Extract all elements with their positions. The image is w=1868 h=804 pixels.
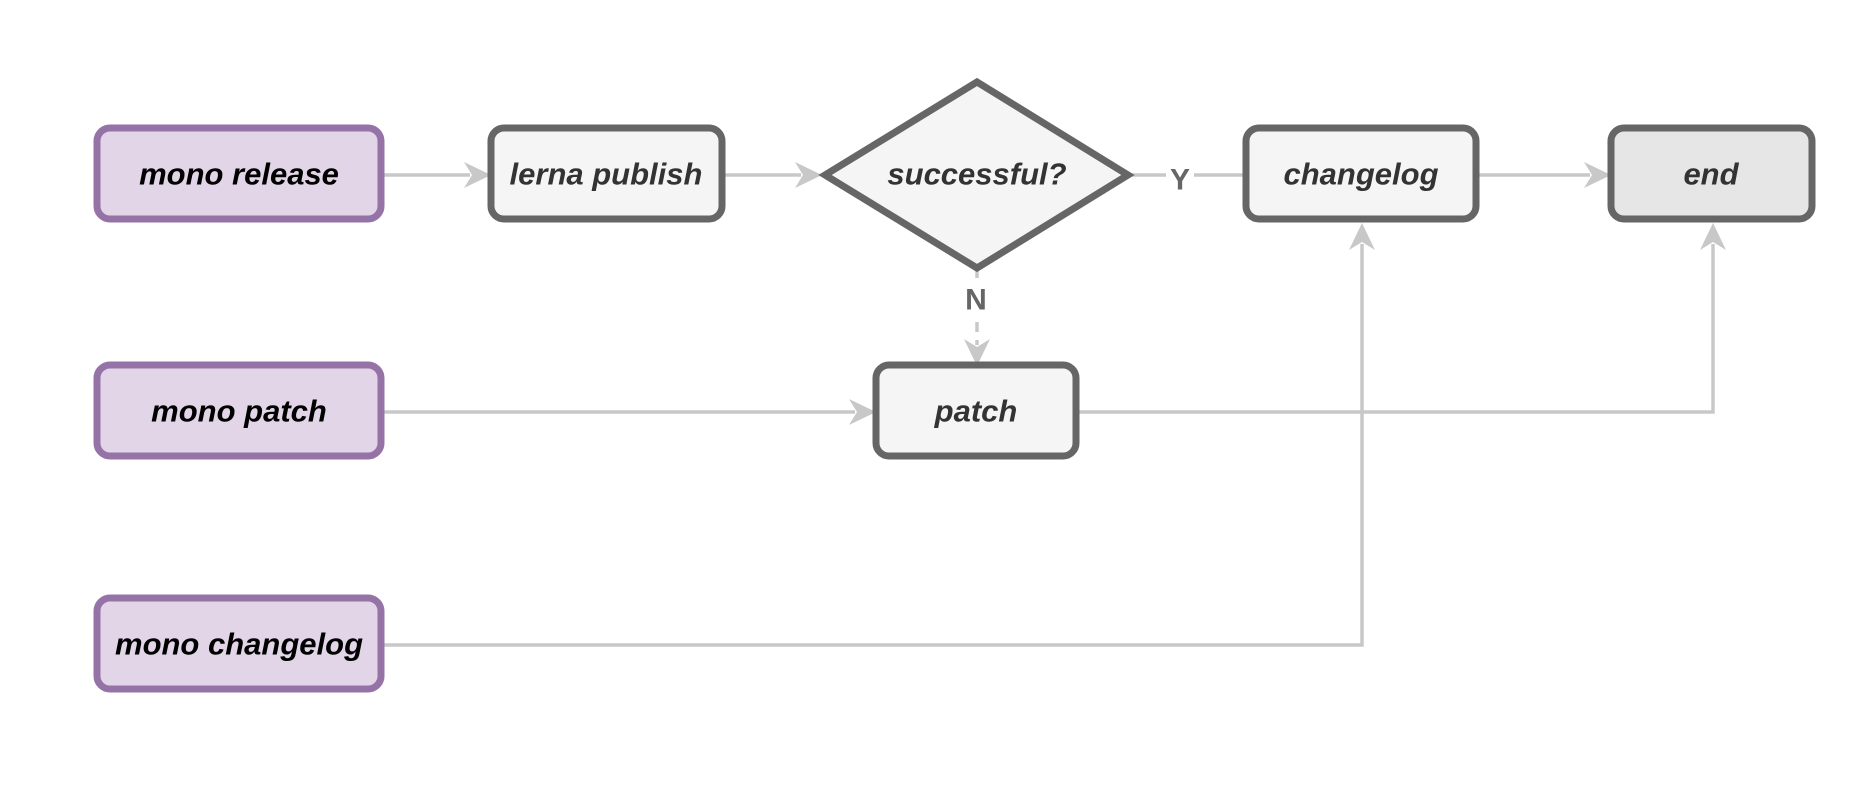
arrowhead <box>1584 162 1611 188</box>
edge-mono-release-to-lerna-publish <box>381 162 491 188</box>
node-patch[interactable]: patch <box>872 361 1080 460</box>
node-successful-decision[interactable]: successful? <box>818 77 1135 273</box>
edge-patch-to-end <box>1076 223 1726 414</box>
edge-label-no: N <box>965 284 987 317</box>
node-label: patch <box>934 394 1018 429</box>
node-label: successful? <box>887 157 1066 192</box>
node-end[interactable]: end <box>1607 124 1816 223</box>
node-mono-patch[interactable]: mono patch <box>93 361 385 460</box>
node-changelog[interactable]: changelog <box>1242 124 1480 223</box>
edge-label-yes: Y <box>1170 164 1190 197</box>
node-label: mono patch <box>151 394 327 429</box>
node-label: mono release <box>139 157 339 192</box>
edge-successful-to-changelog: Y <box>1127 160 1246 197</box>
nodes: mono release mono patch mono changelog l… <box>93 77 1816 693</box>
node-label: mono changelog <box>115 627 363 662</box>
arrowhead <box>795 162 822 188</box>
node-label: end <box>1683 157 1739 192</box>
edges: Y N <box>381 160 1726 647</box>
arrowhead <box>464 162 491 188</box>
edge-successful-to-patch: N <box>960 268 994 366</box>
node-label: lerna publish <box>510 157 703 192</box>
arrowhead <box>964 339 990 366</box>
node-mono-release[interactable]: mono release <box>93 124 385 223</box>
node-mono-changelog[interactable]: mono changelog <box>93 594 385 693</box>
arrowhead <box>849 399 876 425</box>
edge-lerna-publish-to-successful <box>722 162 822 188</box>
edge-mono-patch-to-patch <box>381 399 876 425</box>
edge-changelog-to-end <box>1476 162 1611 188</box>
arrowhead <box>1700 223 1726 250</box>
node-label: changelog <box>1283 157 1438 192</box>
edge-mono-changelog-to-changelog <box>381 223 1375 647</box>
arrowhead <box>1349 223 1375 250</box>
node-lerna-publish[interactable]: lerna publish <box>487 124 726 223</box>
